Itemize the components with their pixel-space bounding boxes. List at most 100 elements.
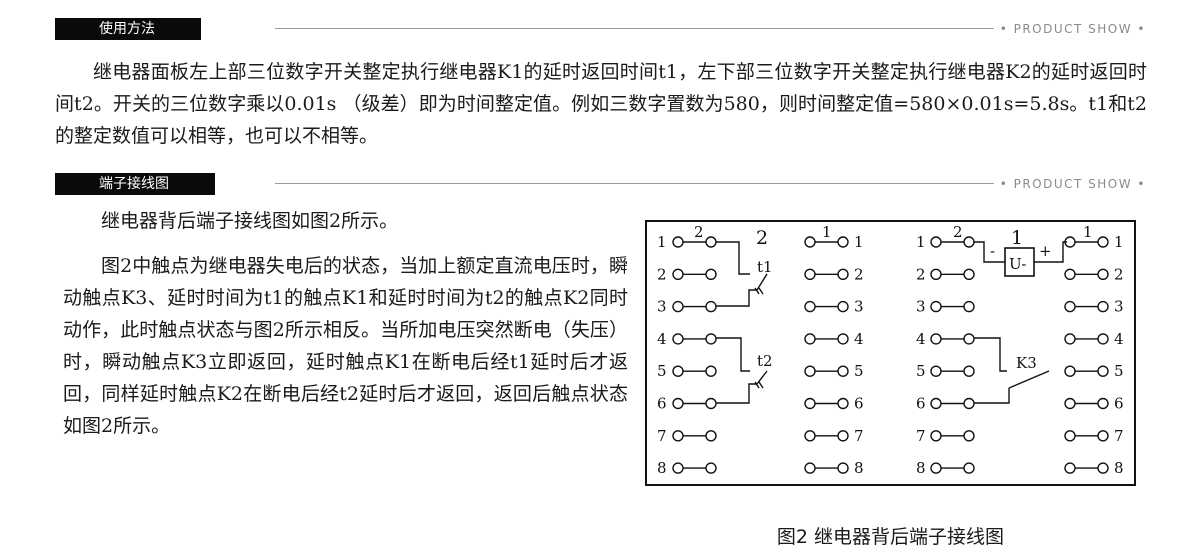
terminal-number: 3: [1114, 298, 1124, 316]
terminal-pin: [837, 462, 849, 474]
terminal-number: 4: [916, 330, 926, 348]
terminal-number: 2: [657, 265, 667, 283]
terminal-pin: [804, 397, 816, 410]
terminal-pin: [705, 430, 717, 442]
terminal-number: 5: [916, 362, 926, 380]
terminal-pin: [930, 430, 942, 442]
terminal-pin: [672, 365, 684, 377]
terminal-pin: [672, 430, 684, 442]
terminal-number: 7: [916, 427, 926, 445]
terminal-number: 4: [854, 330, 864, 348]
terminal-pin: [672, 462, 684, 474]
terminal-number: 7: [657, 427, 667, 445]
terminal-pin: [1097, 397, 1109, 410]
terminal-pin: [804, 333, 816, 345]
figure-caption: 图2 继电器背后端子接线图: [776, 526, 1005, 548]
plus-sign: +: [1039, 242, 1052, 260]
terminal-number: 8: [854, 459, 864, 477]
terminal-pin: [1064, 268, 1076, 280]
terminal-pin: [1064, 430, 1076, 442]
terminal-number: 4: [1114, 330, 1124, 348]
section-tab-usage: 使用方法: [55, 18, 201, 40]
terminal-pin: [672, 236, 684, 248]
terminal-number: 1: [657, 233, 667, 251]
terminal-pin: [930, 462, 942, 474]
terminal-pin: [1097, 300, 1109, 313]
t1-label: t1: [757, 258, 773, 276]
unit-2-label: 2: [756, 227, 768, 249]
wiring-intro-paragraph: 继电器背后端子接线图如图2所示。: [101, 210, 399, 232]
terminal-pin: [963, 365, 975, 377]
terminal-pin: [837, 397, 849, 410]
minus-sign: -: [990, 242, 995, 260]
terminal-number: 1: [916, 233, 926, 251]
terminal-pin: [1064, 462, 1076, 474]
pin-mark: 2: [953, 223, 963, 241]
terminal-pin: [1097, 365, 1109, 377]
terminal-pin: [1097, 236, 1109, 248]
terminal-pin: [963, 236, 975, 248]
terminal-pin: [1064, 333, 1076, 345]
k3-label: K3: [1016, 354, 1037, 372]
terminal-pin: [1097, 462, 1109, 474]
terminal-pin: [930, 397, 942, 410]
terminal-number: 6: [916, 395, 926, 413]
terminal-pin: [837, 268, 849, 280]
section-header-usage: 使用方法 • PRODUCT SHOW •: [55, 18, 1146, 40]
terminal-number: 2: [1114, 265, 1124, 283]
terminal-pin: [1064, 397, 1076, 410]
terminal-pin: [963, 300, 975, 313]
terminal-pin: [804, 300, 816, 313]
terminal-pin: [1097, 333, 1109, 345]
terminal-number: 3: [657, 298, 667, 316]
terminal-number: 6: [854, 395, 864, 413]
terminal-pin: [930, 300, 942, 313]
terminal-pin: [837, 300, 849, 313]
terminal-pin: [837, 333, 849, 345]
terminal-pin: [705, 462, 717, 474]
t2-label: t2: [757, 352, 773, 370]
terminal-number: 2: [854, 265, 864, 283]
terminal-number: 1: [854, 233, 864, 251]
terminal-pin: [705, 268, 717, 280]
terminal-pin: [672, 333, 684, 345]
terminal-pin: [672, 300, 684, 313]
wiring-lines: [716, 241, 1067, 404]
terminal-pin: [1064, 300, 1076, 313]
terminal-pin: [1064, 365, 1076, 377]
terminal-number: 3: [916, 298, 926, 316]
section-divider-line: [275, 183, 996, 184]
terminal-pin: [1097, 268, 1109, 280]
terminal-pin: [930, 236, 942, 248]
terminal-pin: [963, 268, 975, 280]
terminal-number: 3: [854, 298, 864, 316]
terminal-number: 8: [657, 459, 667, 477]
section-divider-line: [275, 28, 996, 29]
terminal-pin: [804, 430, 816, 442]
section-header-wiring: 端子接线图 • PRODUCT SHOW •: [55, 173, 1146, 195]
product-show-badge: • PRODUCT SHOW •: [993, 176, 1146, 192]
wiring-description-paragraph: 图2中触点为继电器失电后的状态，当加上额定直流电压时，瞬动触点K3、延时时间为t…: [63, 255, 628, 437]
usage-paragraph: 继电器面板左上部三位数字开关整定执行继电器K1的延时返回时间t1，左下部三位数字…: [55, 61, 1147, 147]
pin-mark: 1: [822, 223, 832, 241]
terminal-pin: [804, 236, 816, 248]
coil-box: [1004, 247, 1035, 277]
pin-mark: 1: [1083, 223, 1093, 241]
terminal-pin: [705, 300, 717, 313]
terminal-pin: [930, 268, 942, 280]
terminal-number: 6: [657, 395, 667, 413]
terminal-pin: [672, 397, 684, 410]
terminal-number: 2: [916, 265, 926, 283]
terminal-number: 6: [1114, 395, 1124, 413]
terminal-pin: [837, 430, 849, 442]
coil-label: U-: [1009, 255, 1026, 273]
terminal-pin: [837, 236, 849, 248]
terminal-number: 5: [657, 362, 667, 380]
product-show-badge: • PRODUCT SHOW •: [993, 21, 1146, 37]
terminal-pin: [930, 365, 942, 377]
terminal-pin: [963, 430, 975, 442]
terminal-pin: [672, 268, 684, 280]
terminal-pin: [930, 333, 942, 345]
terminal-pin: [963, 462, 975, 474]
